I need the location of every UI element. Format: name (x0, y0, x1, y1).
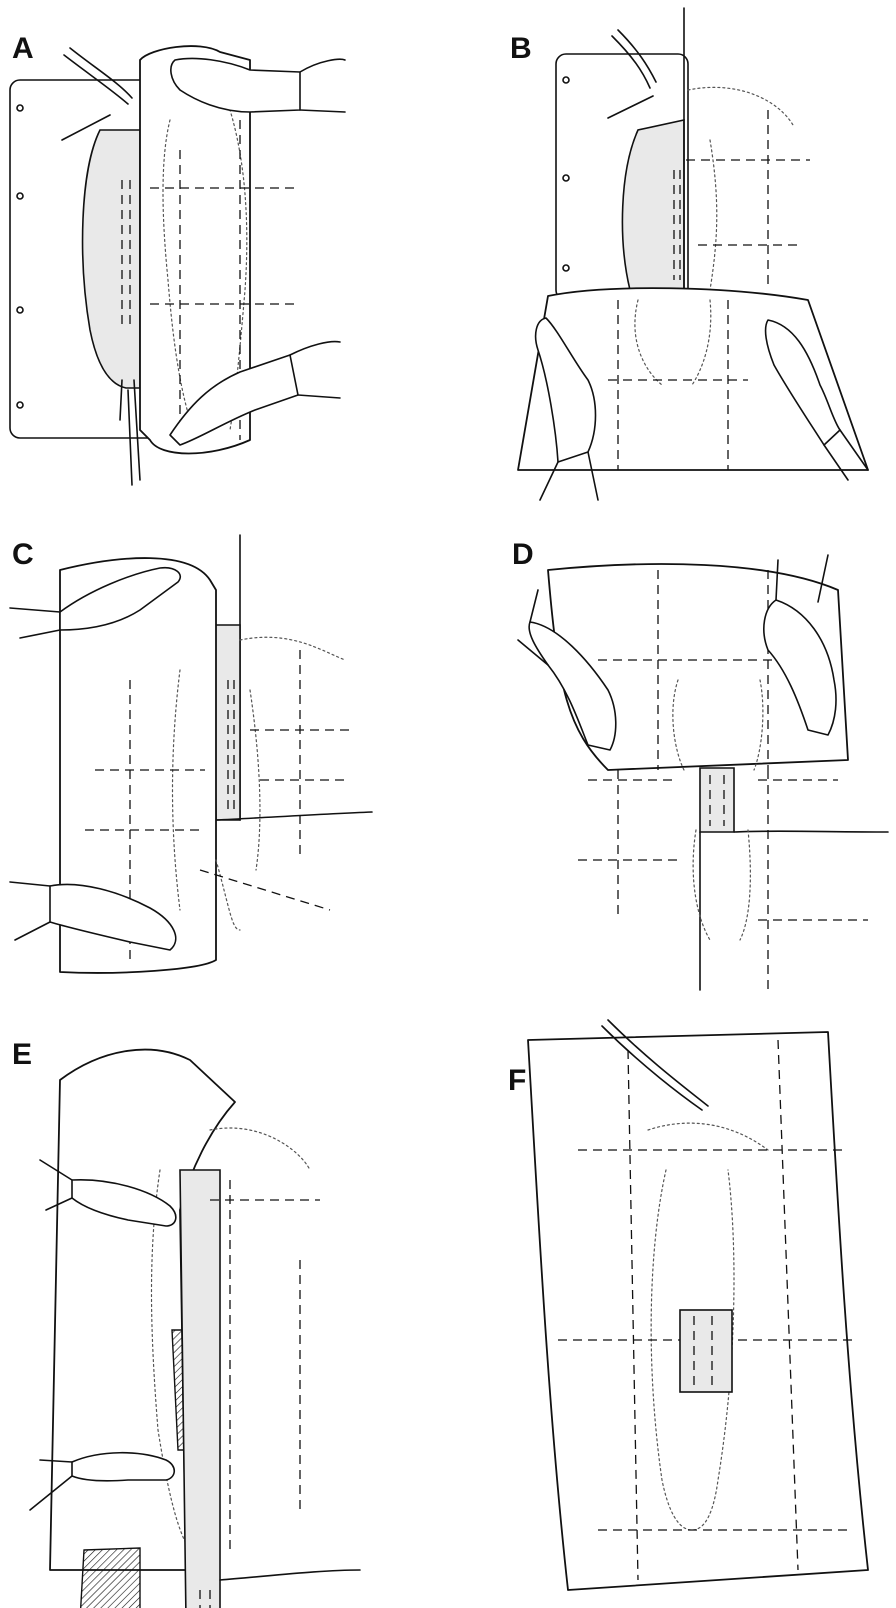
panel-c-drawing (0, 530, 440, 1000)
endotracheal-tube (612, 30, 656, 88)
panel-a: A (0, 0, 440, 500)
animal-body (700, 768, 734, 832)
panel-e-drawing (0, 1010, 440, 1590)
panel-a-drawing (0, 0, 440, 500)
animal-body (83, 130, 140, 388)
panel-f-drawing (448, 1010, 896, 1600)
panel-f: F (448, 1010, 896, 1600)
animal-body (622, 120, 684, 290)
panel-b: B (448, 0, 896, 500)
panel-e: E (0, 1010, 440, 1590)
panel-b-drawing (448, 0, 896, 500)
gloved-hand-lower (72, 1453, 174, 1481)
draped-window (80, 1548, 140, 1608)
endotracheal-tube (70, 48, 132, 98)
panel-d-drawing (448, 530, 896, 1000)
animal-body (214, 625, 240, 820)
panel-d: D (448, 530, 896, 1000)
incision-window (680, 1310, 732, 1392)
panel-c: C (0, 530, 440, 1000)
